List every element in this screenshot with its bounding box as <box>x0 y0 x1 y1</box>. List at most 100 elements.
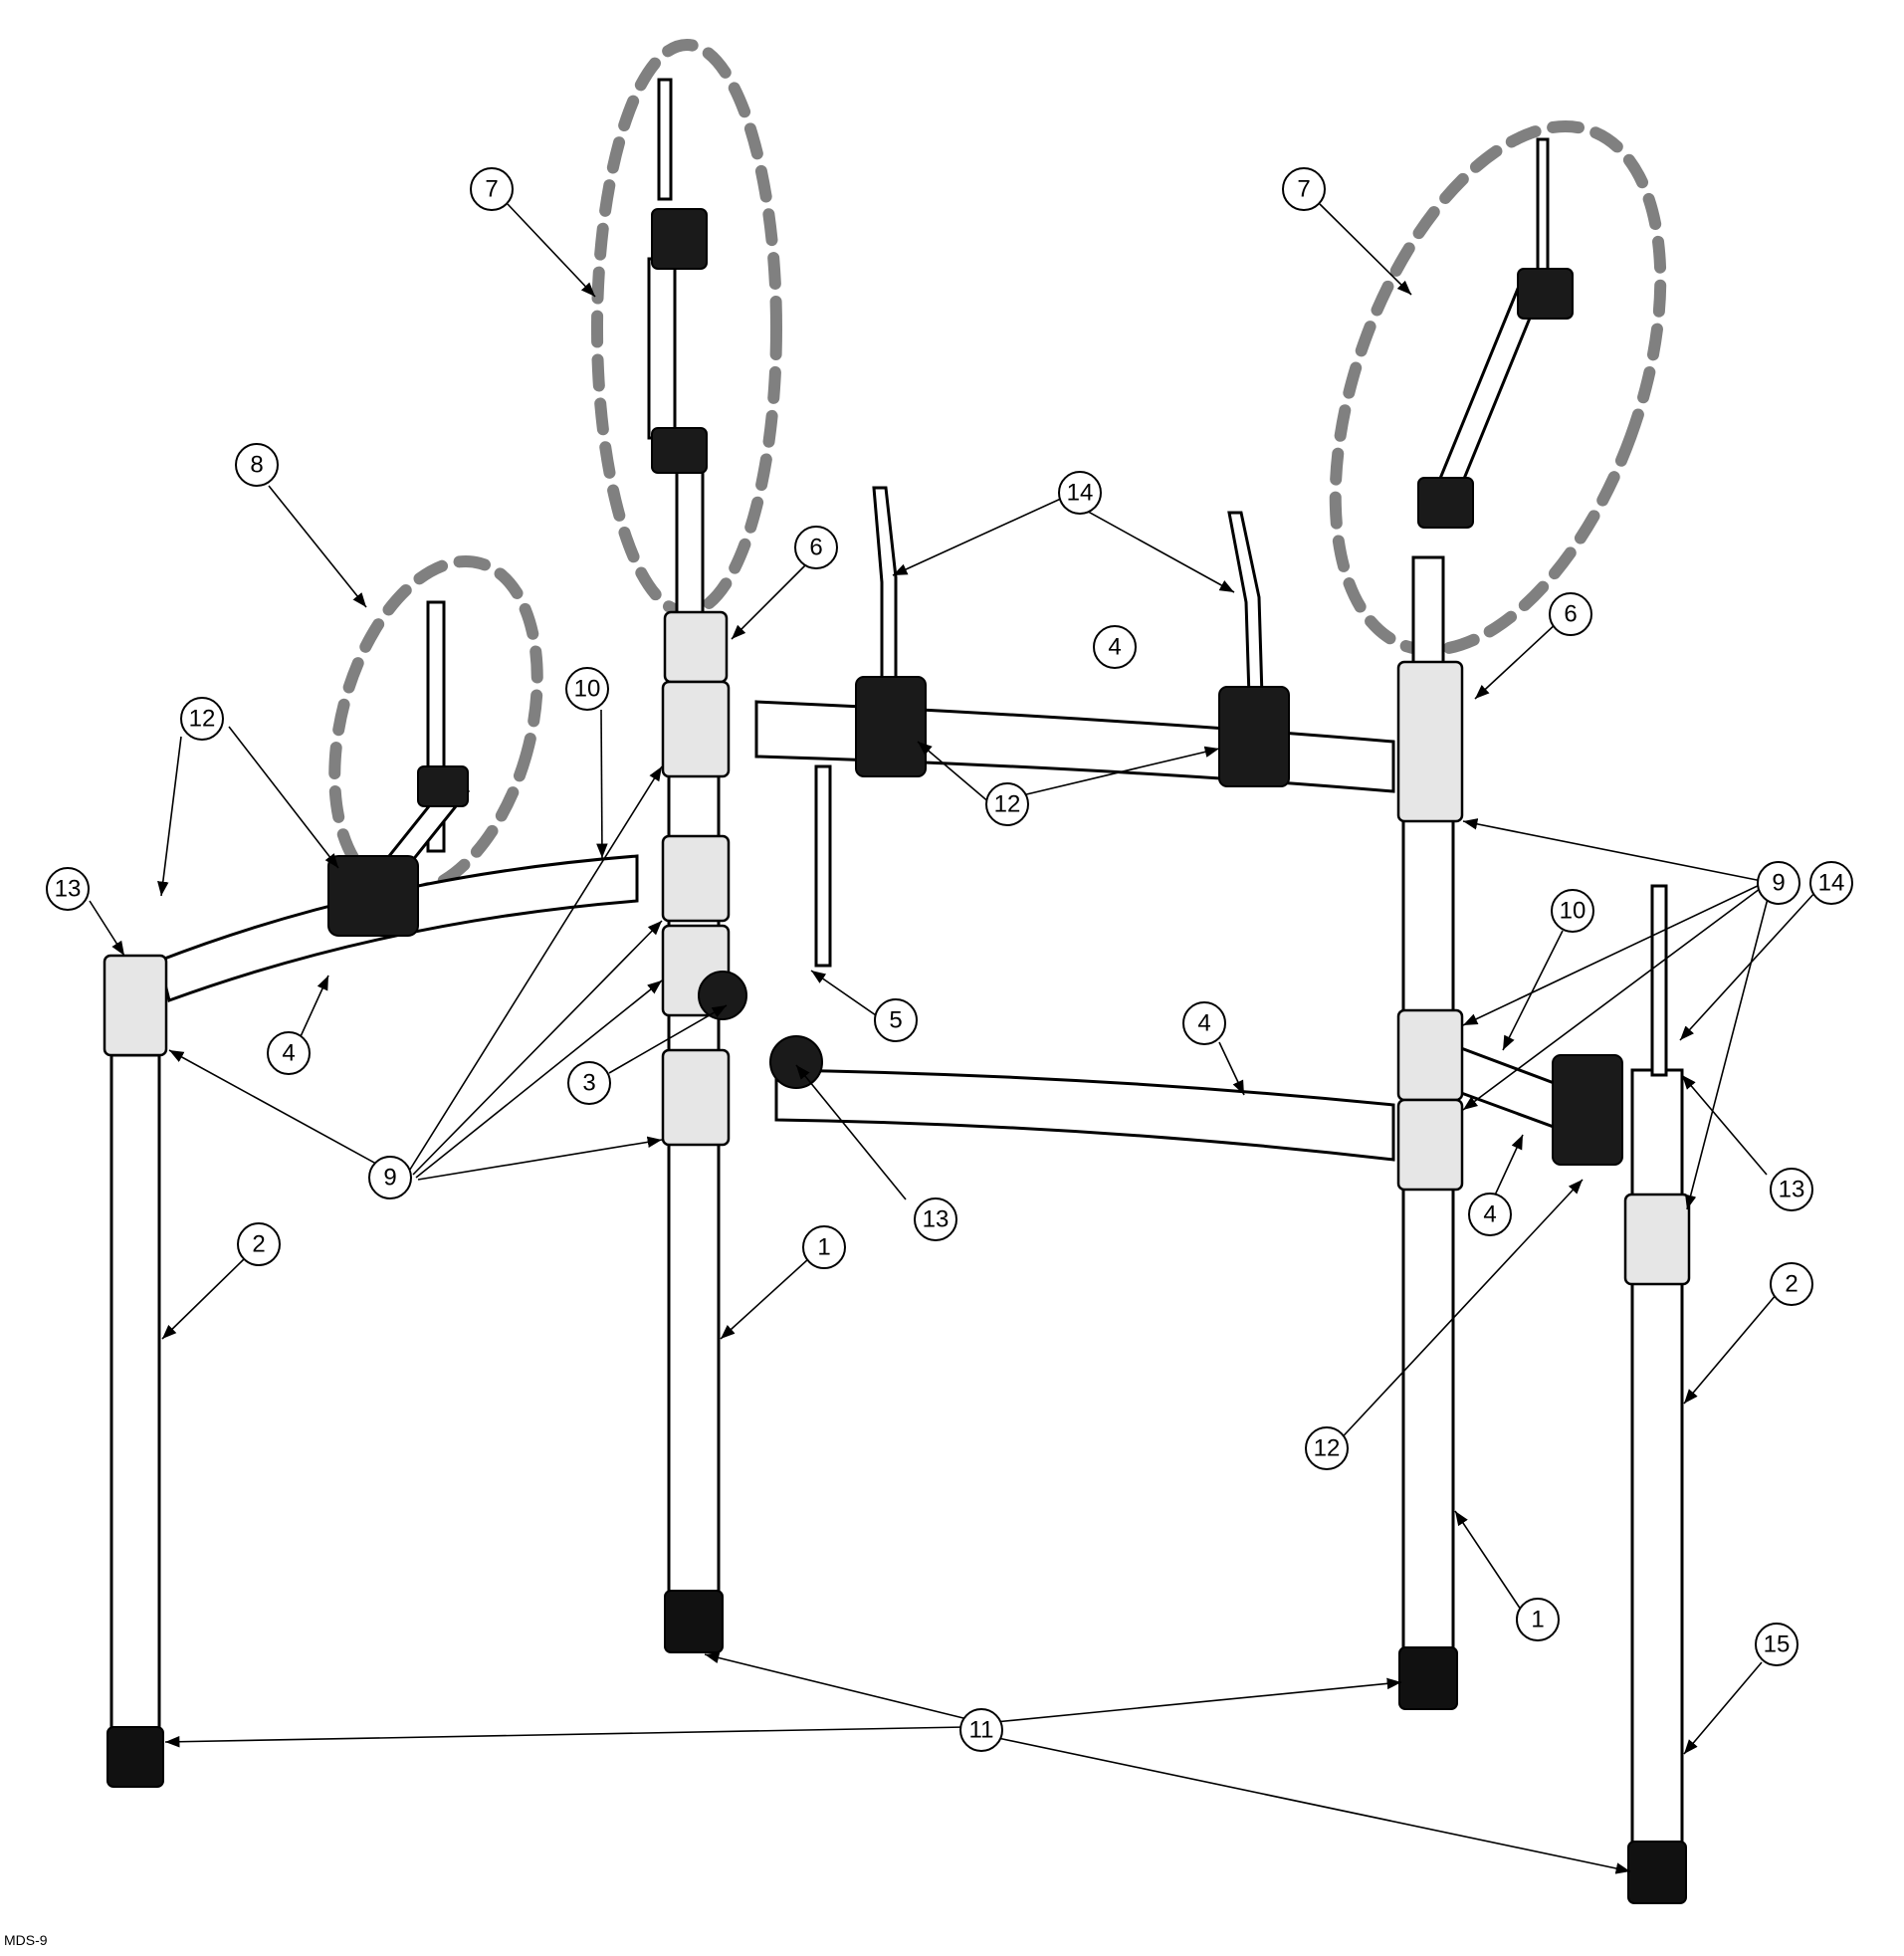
svg-text:14: 14 <box>1818 870 1845 897</box>
clamp-center-arm-lower <box>651 427 708 474</box>
pipe-left-leg <box>109 1053 161 1734</box>
svg-text:12: 12 <box>1314 1435 1341 1462</box>
callout-14-top: 14 <box>1058 471 1102 515</box>
foot-center-post <box>664 1590 724 1653</box>
leader-9-e <box>417 1136 663 1181</box>
rod-14-far-right <box>1650 884 1668 1077</box>
callout-10-left: 10 <box>565 667 609 711</box>
callout-7-right: 7 <box>1282 167 1326 211</box>
svg-text:5: 5 <box>889 1007 902 1034</box>
model-code-label: MDS-9 <box>4 1932 48 1948</box>
svg-text:6: 6 <box>809 535 822 561</box>
clamp-center-arm-upper <box>651 208 708 270</box>
callout-9-left: 9 <box>368 1156 412 1199</box>
clamp-end-cap-13 <box>769 1035 823 1089</box>
leader-10-left <box>596 709 608 859</box>
leader-12-center-a <box>917 741 991 804</box>
svg-text:9: 9 <box>1772 870 1785 897</box>
foot-right-post <box>1398 1646 1458 1710</box>
clamp-crossbar-upper-2 <box>1218 686 1290 787</box>
callout-14-right: 14 <box>1809 861 1853 905</box>
callout-3: 3 <box>567 1061 611 1105</box>
callout-13-center: 13 <box>914 1197 957 1241</box>
leader-9-b <box>407 765 663 1174</box>
callout-4-left: 4 <box>267 1031 311 1075</box>
callout-1-right: 1 <box>1516 1598 1560 1641</box>
leader-1-center <box>720 1258 809 1340</box>
leader-9-right-c <box>1462 885 1765 1111</box>
leader-9-right-d <box>1685 890 1771 1210</box>
callout-12-left: 12 <box>180 697 224 741</box>
leader-1-right <box>1454 1510 1524 1614</box>
leader-13-right <box>1681 1074 1768 1176</box>
clamp-right-middle <box>1396 1008 1464 1102</box>
leader-14-right <box>1062 497 1235 593</box>
crossbar-upper-right <box>754 700 1395 793</box>
highlight-oval-right-cymbal-arm <box>1329 120 1667 656</box>
svg-text:13: 13 <box>1779 1177 1805 1203</box>
svg-text:7: 7 <box>485 176 498 203</box>
leader-11-a <box>164 1726 966 1748</box>
leader-8 <box>268 485 367 608</box>
leader-12-right <box>1333 1179 1584 1447</box>
callout-11: 11 <box>959 1708 1003 1752</box>
clamp-diagonal <box>1552 1054 1623 1166</box>
arms <box>370 78 1668 1077</box>
clamp-right-lower <box>1396 1098 1464 1192</box>
rubber-feet <box>106 1590 1687 1904</box>
rod-14-left <box>872 486 898 699</box>
callout-5: 5 <box>874 998 918 1042</box>
leader-9-c <box>412 920 663 1176</box>
svg-text:13: 13 <box>55 876 82 903</box>
leader-13-center <box>795 1064 907 1200</box>
leader-4-right <box>1492 1134 1524 1200</box>
leader-2-left <box>161 1258 245 1340</box>
highlight-oval-left-tom-arm <box>328 554 543 899</box>
callouts: 7 7 8 14 6 6 4 10 12 12 13 9 14 10 5 4 4… <box>46 167 1853 1752</box>
callout-15: 15 <box>1755 1623 1798 1666</box>
center-arm-post <box>675 456 705 619</box>
leader-9-d <box>415 979 663 1179</box>
leader-12-left-b <box>228 726 339 869</box>
svg-text:12: 12 <box>994 791 1021 818</box>
clamp-end-cap-3 <box>698 971 747 1020</box>
svg-text:12: 12 <box>189 706 216 733</box>
leader-11-b <box>704 1651 968 1720</box>
callout-4-right: 4 <box>1468 1193 1512 1236</box>
callout-4-center: 4 <box>1182 1001 1226 1045</box>
callout-9-right: 9 <box>1757 861 1800 905</box>
crossbar-lower-right <box>774 1068 1395 1162</box>
leader-7-right <box>1319 203 1412 296</box>
foot-right-leg <box>1627 1841 1687 1904</box>
leader-11-c <box>994 1677 1402 1723</box>
callout-6-right: 6 <box>1549 592 1592 636</box>
center-arm-rod <box>657 78 673 201</box>
leader-9-right-a <box>1462 818 1763 882</box>
callout-6-center: 6 <box>794 526 838 569</box>
clamps <box>103 208 1691 1286</box>
clamp-crossbar-upper-1 <box>855 676 927 777</box>
clamp-right-leg-top <box>1623 1193 1691 1286</box>
leader-14-left <box>892 497 1064 576</box>
clamp-left-tom-arm <box>417 765 469 807</box>
clamp-crossbar-left <box>327 855 419 937</box>
leader-3 <box>608 1004 728 1074</box>
svg-text:4: 4 <box>1108 634 1121 661</box>
rod-14-right <box>1227 511 1264 699</box>
callout-1-center: 1 <box>802 1225 846 1269</box>
clamp-center-lower <box>661 1048 731 1147</box>
clamp-left-leg-top <box>103 954 168 1057</box>
callout-13-right: 13 <box>1770 1168 1813 1211</box>
right-arm-rod <box>1536 137 1550 291</box>
clamp-center-top <box>663 610 729 684</box>
clamp-right-arm-lower <box>1417 477 1474 529</box>
svg-text:14: 14 <box>1067 480 1094 507</box>
svg-text:9: 9 <box>383 1165 396 1192</box>
rod-mid-center <box>814 764 832 968</box>
clamp-center-upper <box>661 680 731 778</box>
callout-12-center: 12 <box>985 782 1029 826</box>
callout-10-right: 10 <box>1551 889 1594 933</box>
center-arm-tube <box>647 257 677 440</box>
leader-6-center <box>731 563 807 640</box>
